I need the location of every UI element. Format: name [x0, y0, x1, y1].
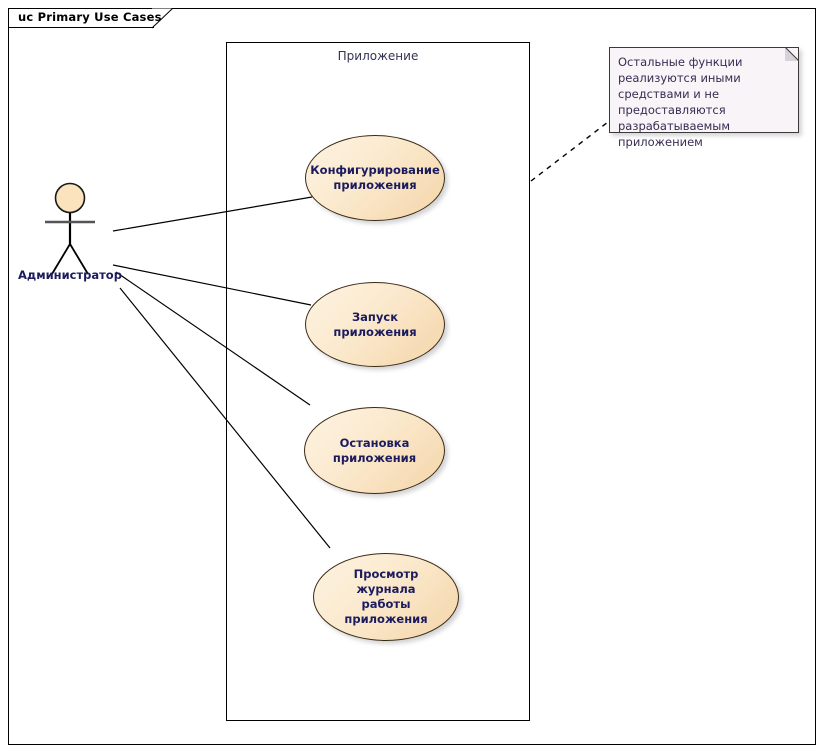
uml-frame-tab — [8, 8, 154, 28]
frame-tab-cut-corner-icon — [152, 8, 174, 29]
actor-label: Администратор — [18, 268, 122, 282]
note-fold-corner-icon — [785, 47, 799, 61]
actor-administrator-icon[interactable] — [42, 182, 102, 278]
note-text: Остальные функции реализуются иными сред… — [618, 55, 743, 149]
use-case-stop-label: Остановка приложения — [332, 435, 417, 465]
uml-frame — [8, 8, 816, 745]
use-case-stop[interactable]: Остановка приложения — [304, 407, 445, 494]
use-case-start-label: Запуск приложения — [333, 309, 417, 339]
use-case-configure[interactable]: Конфигурирование приложения — [305, 135, 445, 221]
use-case-view-log-label: Просмотр журнала работы приложения — [344, 567, 428, 626]
note-box[interactable]: Остальные функции реализуются иными сред… — [609, 47, 799, 149]
use-case-view-log[interactable]: Просмотр журнала работы приложения — [313, 553, 459, 641]
frame-title: uc Primary Use Cases — [18, 10, 162, 24]
use-case-start[interactable]: Запуск приложения — [305, 282, 445, 367]
use-case-configure-label: Конфигурирование приложения — [310, 163, 440, 192]
system-boundary-label: Приложение — [337, 49, 419, 63]
